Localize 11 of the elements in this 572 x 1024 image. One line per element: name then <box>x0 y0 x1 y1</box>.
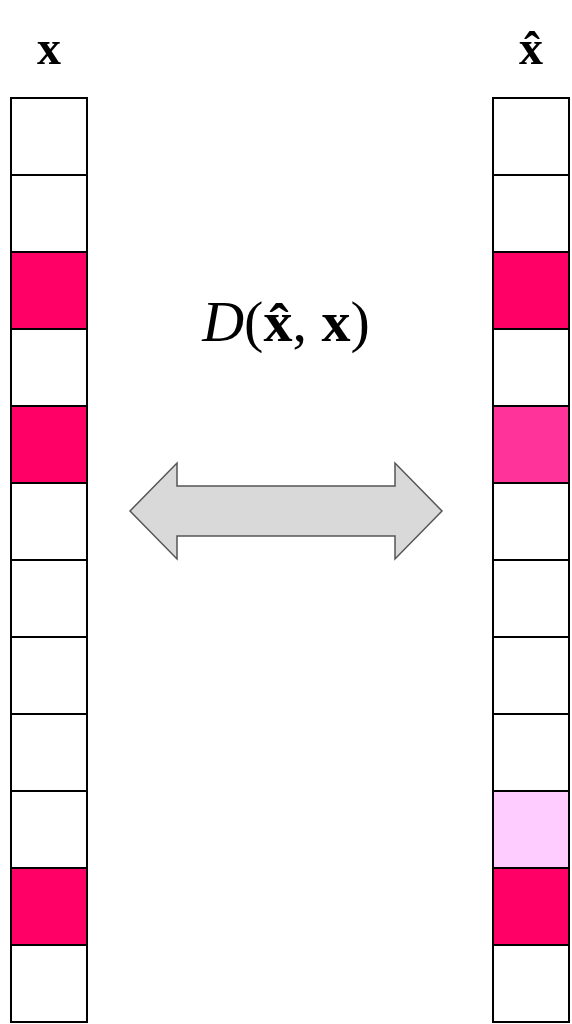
vector-heading: x̂ <box>519 20 543 76</box>
filled-cell <box>494 869 568 946</box>
filled-cell <box>12 869 86 946</box>
filled-cell <box>12 253 86 330</box>
edge-label: D(x̂, x) <box>200 288 371 356</box>
filled-cell <box>494 253 568 330</box>
vector-heading: x <box>37 20 61 76</box>
double-arrow <box>128 461 444 561</box>
filled-cell <box>494 407 568 484</box>
filled-cell <box>494 792 568 869</box>
filled-cell <box>12 407 86 484</box>
